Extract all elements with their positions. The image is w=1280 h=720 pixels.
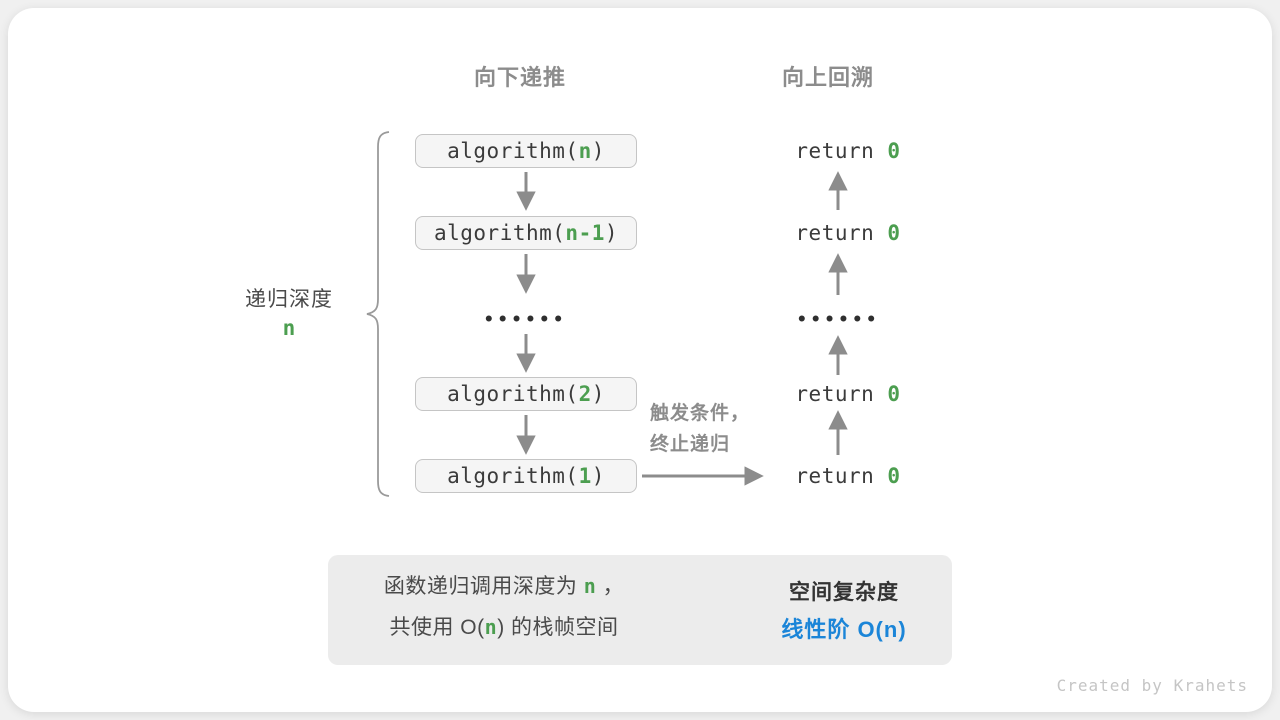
algorithm-call-box: algorithm(n-1) — [415, 216, 637, 250]
ellipsis-down: •••••• — [483, 310, 567, 330]
summary-description: 函数递归调用深度为 n ， 共使用 O(n) 的栈帧空间 — [348, 566, 660, 648]
credit-text: Created by Krahets — [1056, 676, 1248, 695]
return-value: 0 — [887, 464, 901, 488]
depth-label: 递归深度 — [245, 288, 333, 311]
call-arg: 2 — [578, 382, 592, 406]
call-text: algorithm(n) — [447, 139, 605, 163]
terminate-note: 触发条件， 终止递归 — [650, 398, 750, 460]
space-complexity-value: 线性阶 O(n) — [781, 617, 907, 642]
return-statement: return 0 — [795, 464, 901, 488]
call-arg: 1 — [578, 464, 592, 488]
call-text: algorithm(1) — [447, 464, 605, 488]
summary-line1: 函数递归调用深度为 n ， — [383, 574, 625, 598]
call-arg: n-1 — [565, 221, 605, 245]
call-text: algorithm(n-1) — [433, 221, 619, 245]
summary-line2: 共使用 O(n) 的栈帧空间 — [389, 615, 619, 639]
summary-n: n — [484, 615, 498, 639]
algorithm-call-box: algorithm(2) — [415, 377, 637, 411]
summary-n: n — [583, 574, 597, 598]
return-value: 0 — [887, 221, 901, 245]
return-statement: return 0 — [795, 221, 901, 245]
summary-box — [328, 555, 952, 665]
return-value: 0 — [887, 139, 901, 163]
depth-value: n — [282, 316, 296, 340]
call-text: algorithm(2) — [447, 382, 605, 406]
ellipsis-up: •••••• — [796, 310, 880, 330]
algorithm-call-box: algorithm(1) — [415, 459, 637, 493]
terminate-note-line1: 触发条件， — [650, 403, 751, 424]
return-value: 0 — [887, 382, 901, 406]
terminate-note-line2: 终止递归 — [650, 434, 731, 455]
return-statement: return 0 — [795, 382, 901, 406]
return-statement: return 0 — [795, 139, 901, 163]
algorithm-call-box: algorithm(n) — [415, 134, 637, 168]
space-complexity-title: 空间复杂度 — [789, 581, 899, 604]
call-arg: n — [578, 139, 592, 163]
header-downward-recursion: 向下递推 — [473, 65, 566, 90]
header-upward-backtracking: 向上回溯 — [781, 65, 874, 90]
